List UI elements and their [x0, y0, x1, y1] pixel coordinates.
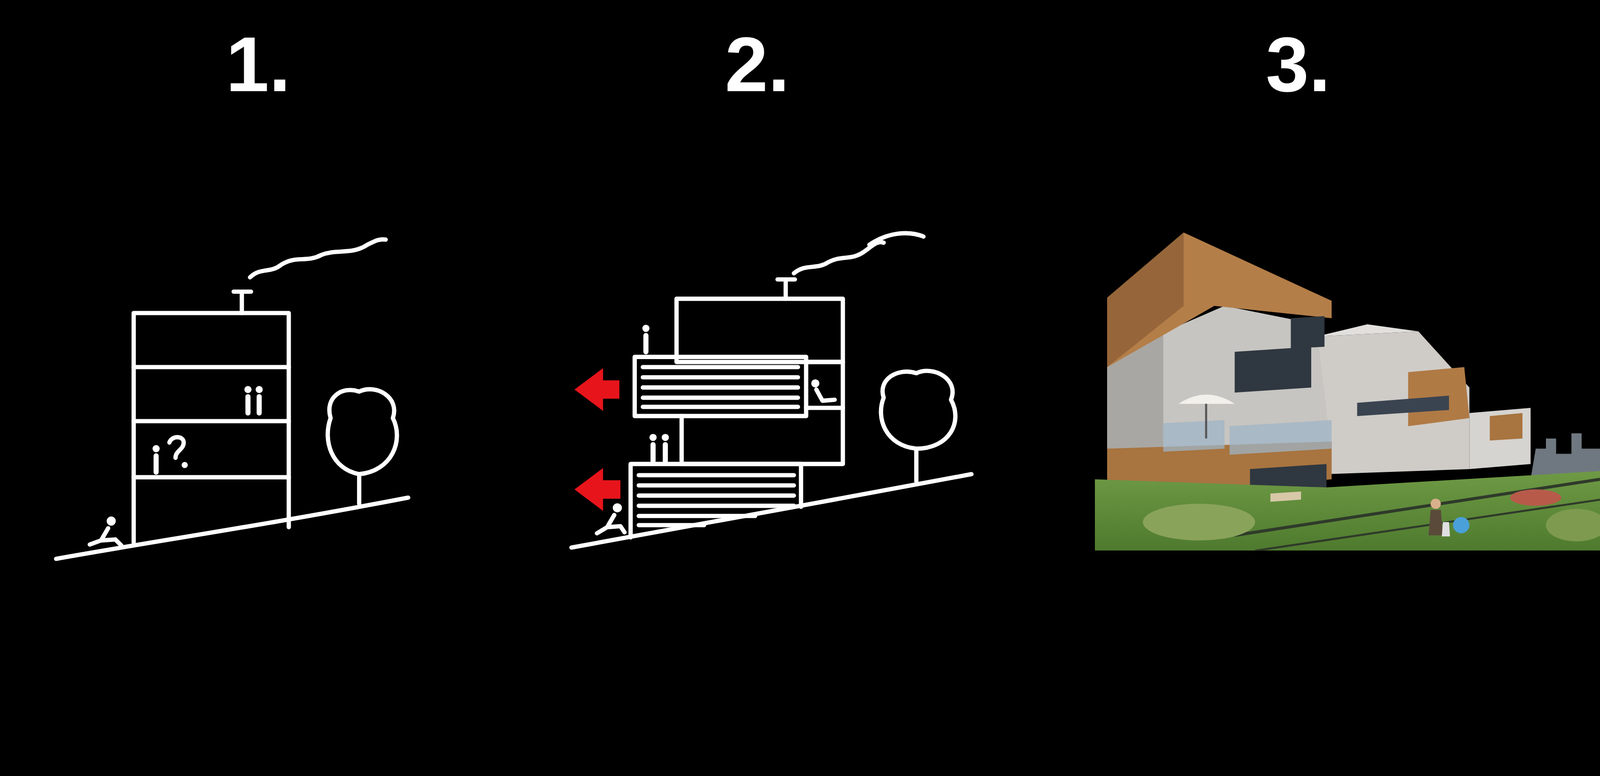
- terrace-stripes: [638, 475, 794, 526]
- panel-number: 1.: [225, 25, 291, 104]
- lawn: [1094, 471, 1600, 551]
- person-head: [649, 434, 657, 442]
- building-rendering: [1094, 232, 1600, 552]
- balcony-glass: [1229, 420, 1332, 456]
- balcony-glass: [1163, 420, 1225, 452]
- terrace-box: [630, 464, 801, 538]
- tree-canopy: [880, 371, 956, 450]
- person-head: [642, 324, 650, 333]
- umbrella-pole: [1204, 403, 1207, 439]
- floor-line: [133, 364, 289, 370]
- middle-box: [681, 408, 843, 465]
- chimney: [777, 279, 795, 299]
- far-block: [1469, 408, 1531, 470]
- person-head: [106, 516, 117, 527]
- panel-number: 3.: [1265, 25, 1331, 104]
- standing-person: [650, 444, 656, 462]
- standing-person: [662, 444, 668, 462]
- person-head: [1430, 499, 1442, 510]
- person-head: [244, 386, 252, 394]
- bush: [1545, 509, 1600, 542]
- terrace-chair: [1270, 491, 1301, 503]
- top-box: [676, 299, 843, 363]
- chimney: [233, 291, 252, 314]
- smoke: [250, 239, 387, 278]
- sitting-person: [596, 515, 625, 534]
- person-head: [152, 445, 160, 453]
- window: [1291, 316, 1325, 349]
- bush: [1142, 504, 1256, 541]
- building-outline: [133, 313, 289, 543]
- person: [1428, 510, 1443, 536]
- question-dot: [181, 462, 188, 469]
- window: [1234, 347, 1312, 394]
- question-mark: [169, 437, 184, 459]
- person-head: [612, 503, 623, 514]
- panel-number: 2.: [724, 25, 790, 104]
- standing-person: [643, 335, 649, 353]
- mid-block: [1316, 331, 1470, 475]
- box-wall: [806, 362, 843, 409]
- glass-band: [1357, 396, 1450, 417]
- ball: [1453, 517, 1470, 534]
- standing-person: [245, 396, 251, 414]
- sketch-two: [571, 233, 972, 548]
- far-wood-block: [1489, 413, 1523, 442]
- red-arrow: [574, 368, 620, 412]
- main-wood-top: [1107, 232, 1332, 368]
- person-head: [255, 386, 263, 394]
- sitting-person: [89, 528, 122, 547]
- terrace-box: [634, 356, 807, 417]
- child: [1441, 522, 1450, 537]
- sitting-person: [816, 389, 835, 402]
- standing-person: [153, 456, 159, 473]
- terrace-stripes: [642, 367, 799, 408]
- red-arrow: [574, 468, 621, 512]
- floor-line: [133, 419, 289, 424]
- smoke: [793, 233, 924, 274]
- umbrella: [1178, 395, 1235, 405]
- person-head: [661, 434, 669, 442]
- mid-roof: [1316, 324, 1419, 337]
- standing-person: [256, 396, 262, 414]
- sketch-one: [55, 239, 409, 560]
- ground-line: [55, 498, 409, 560]
- tree-trunk: [356, 474, 362, 505]
- flowers: [1510, 489, 1561, 507]
- tree-trunk: [914, 449, 919, 482]
- person-head: [811, 379, 820, 388]
- floor-line: [133, 475, 289, 480]
- wood-shade: [1107, 232, 1184, 368]
- tree-canopy: [327, 389, 397, 475]
